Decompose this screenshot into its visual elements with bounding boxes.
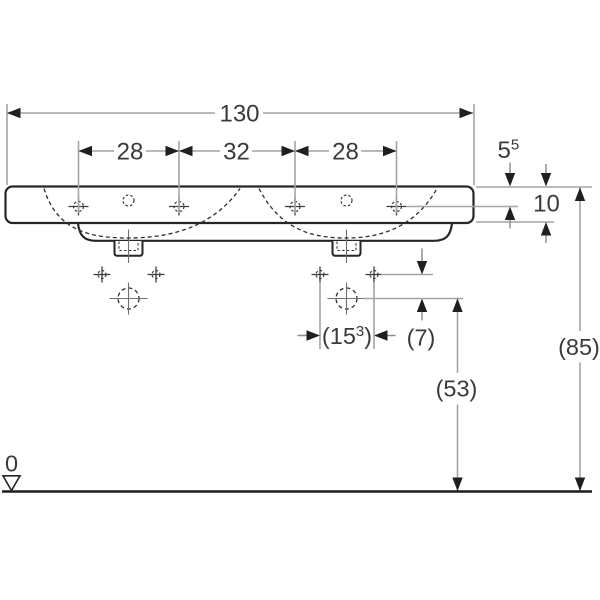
label-tap-spacing-center: 32: [223, 139, 250, 166]
label-tap-spacing-left: 28: [117, 139, 144, 166]
extension-lines-fixing: [319, 282, 375, 349]
fixing-hole-markers: [93, 266, 383, 283]
dimension-lines: [6, 104, 592, 491]
overflow-hole-left: [122, 194, 135, 207]
washbasin-apron: [76, 223, 454, 242]
dimension-arrowheads: [7, 107, 586, 491]
bowl-contour-left: [43, 188, 241, 239]
washbasin-body-outline: [4, 185, 475, 225]
extension-lines-tap-holes: [77, 141, 398, 213]
bowl-contour-right: [258, 188, 438, 239]
overflow-hole-right: [340, 194, 353, 207]
label-tap-spacing-right: 28: [332, 139, 359, 166]
arrow-stems: [297, 162, 547, 337]
fixing-hole-marker-2: [147, 266, 165, 283]
drain-pipe-marker-right: [327, 282, 366, 315]
washbasin-fixture: [4, 185, 475, 263]
label-rim-height: (85): [558, 334, 600, 360]
label-fixing-to-drain: (7): [407, 325, 436, 351]
fixing-hole-marker-1: [93, 266, 111, 283]
label-floor-datum: 0: [5, 451, 18, 477]
label-rim-to-tap-hole: 55: [498, 137, 520, 165]
label-fixing-spacing: (153): [322, 323, 372, 349]
extension-lines-overall: [6, 104, 475, 185]
datum-triangle: [1, 475, 22, 493]
fixing-hole-marker-3: [311, 266, 329, 283]
fixing-hole-marker-4: [365, 266, 383, 283]
label-rim-thickness: 10: [533, 191, 560, 218]
label-overall-width: 130: [219, 101, 259, 128]
drain-pipe-marker-left: [109, 282, 148, 315]
label-drain-height: (53): [436, 376, 478, 402]
dimension-labels: 130 28 32 28 55 10 (153) (7) (53) (85) 0: [5, 101, 600, 477]
